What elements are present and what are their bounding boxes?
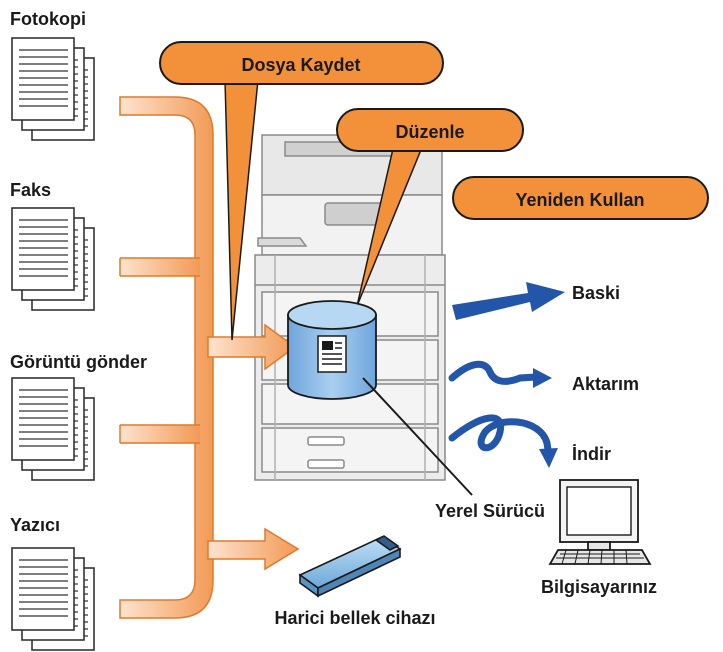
output-label-download: İndir	[572, 444, 611, 464]
download-arrow-icon	[448, 414, 558, 468]
print-arrow-icon	[452, 282, 565, 320]
printer-documents-icon	[11, 547, 95, 651]
callout-reuse: Yeniden Kullan	[452, 176, 709, 220]
callout-file-save-label: Dosya Kaydet	[241, 55, 360, 75]
source-label-printer: Yazıcı	[10, 515, 60, 535]
local-drive-label: Yerel Sürücü	[435, 501, 545, 521]
output-label-transfer: Aktarım	[572, 374, 639, 394]
input-flow-path	[119, 96, 300, 619]
copy-documents-icon	[11, 37, 95, 141]
external-memory-label: Harici bellek cihazı	[274, 608, 435, 628]
callout-edit: Düzenle	[336, 108, 524, 307]
source-label-scan: Görüntü gönder	[10, 352, 147, 372]
computer-icon	[548, 479, 652, 565]
computer-label: Bilgisayarınız	[541, 577, 657, 597]
stored-document-icon	[317, 335, 347, 373]
local-drive-icon	[287, 300, 377, 400]
local-drive-leader-line	[362, 377, 473, 496]
scan-documents-icon	[11, 377, 95, 481]
output-label-print: Baski	[572, 283, 620, 303]
source-label-fax: Faks	[10, 180, 51, 200]
usb-memory-icon	[298, 535, 402, 598]
fax-documents-icon	[11, 207, 95, 311]
callout-reuse-label: Yeniden Kullan	[515, 190, 644, 210]
source-label-copy: Fotokopi	[10, 9, 86, 29]
callout-file-save: Dosya Kaydet	[159, 41, 444, 341]
transfer-arrow-icon	[448, 360, 552, 388]
callout-edit-label: Düzenle	[395, 122, 464, 142]
